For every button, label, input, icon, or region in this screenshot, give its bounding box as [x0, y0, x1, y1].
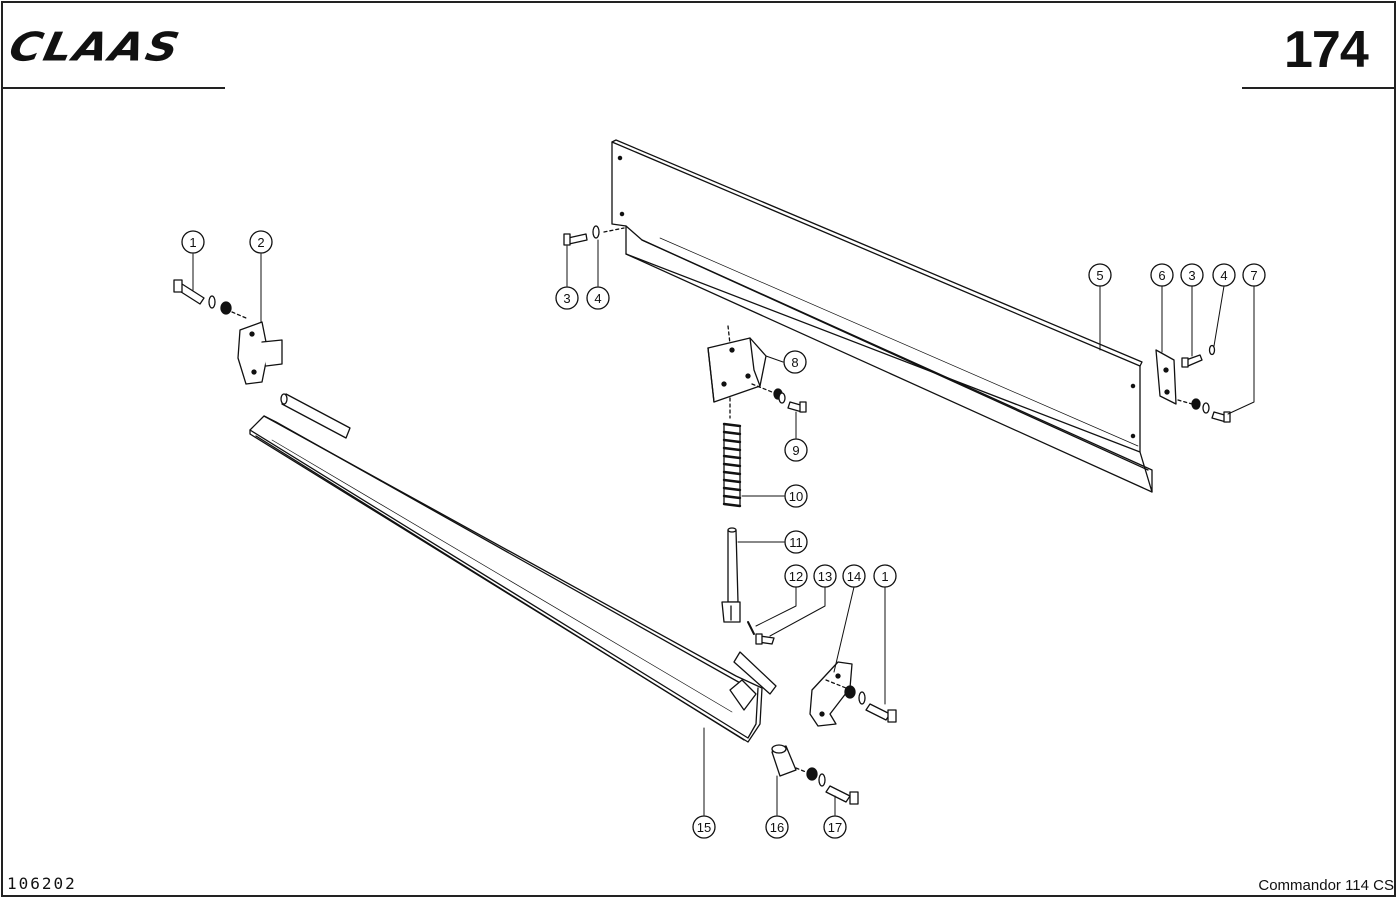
part-12-cotter-pin: [747, 621, 755, 635]
header-rule-left: [2, 87, 225, 89]
part-8-bracket: [707, 337, 767, 403]
leader-lines: [192, 239, 1255, 816]
callout-4-upper-left: 4: [586, 286, 610, 310]
callout-10: 10: [784, 484, 808, 508]
part-5-panel: [611, 139, 1153, 493]
svg-text:7: 7: [1250, 268, 1257, 283]
callout-9: 9: [784, 438, 808, 462]
part-1-bolt-upper-left: [173, 279, 232, 315]
part-4-washer-upper-left: [592, 225, 600, 239]
assembly-line: [231, 311, 247, 319]
assembly-line: [795, 767, 807, 773]
svg-text:8: 8: [791, 355, 798, 370]
callout-6: 6: [1150, 263, 1174, 287]
part-3-bolt-upper-left: [563, 233, 588, 246]
model-name: Commandor 114 CS: [1258, 877, 1394, 894]
svg-text:11: 11: [789, 535, 803, 550]
callout-13: 13: [813, 564, 837, 588]
callout-11: 11: [784, 530, 808, 554]
part-9-bolt-nut: [773, 388, 807, 413]
part-2-bracket: [237, 321, 283, 385]
callout-1-upper-left: 1: [181, 230, 205, 254]
assembly-line: [1177, 399, 1193, 405]
svg-text:4: 4: [594, 291, 601, 306]
callout-12: 12: [784, 564, 808, 588]
part-10-spring: [722, 422, 742, 508]
svg-text:17: 17: [828, 820, 842, 835]
assembly-line: [603, 227, 625, 233]
part-1-bolt-lower-right: [844, 685, 897, 723]
assembly-line: [727, 325, 731, 345]
svg-text:4: 4: [1220, 268, 1227, 283]
svg-text:5: 5: [1096, 268, 1103, 283]
assembly-line: [825, 679, 847, 689]
part-7-bolt-right: [1191, 398, 1231, 423]
part-13-pin: [755, 633, 775, 645]
callout-16: 16: [765, 815, 789, 839]
callout-4-right: 4: [1212, 263, 1236, 287]
svg-text:10: 10: [789, 489, 803, 504]
svg-text:1: 1: [881, 569, 888, 584]
callout-17: 17: [823, 815, 847, 839]
callout-5: 5: [1088, 263, 1112, 287]
part-6-plate: [1155, 349, 1177, 405]
header-rule-right: [1242, 87, 1396, 89]
callout-7: 7: [1242, 263, 1266, 287]
callout-3-right: 3: [1180, 263, 1204, 287]
part-17-bolt: [806, 767, 859, 805]
svg-text:9: 9: [792, 443, 799, 458]
callout-3-upper-left: 3: [555, 286, 579, 310]
part-4-washer-right: [1208, 344, 1216, 356]
callout-15: 15: [692, 815, 716, 839]
svg-text:3: 3: [563, 291, 570, 306]
assembly-line: [751, 383, 773, 393]
callout-14: 14: [842, 564, 866, 588]
svg-text:1: 1: [189, 235, 196, 250]
part-15-shaft-bottom: [733, 651, 777, 695]
svg-text:2: 2: [257, 235, 264, 250]
part-15-channel: [249, 415, 763, 743]
document-code: 106202: [7, 874, 77, 893]
svg-text:12: 12: [789, 569, 803, 584]
part-3-bolt-right: [1181, 354, 1203, 368]
page-number: 174: [1284, 21, 1369, 79]
svg-text:6: 6: [1158, 268, 1165, 283]
callout-1-lower-right: 1: [873, 564, 897, 588]
part-16-bushing: [771, 744, 797, 777]
svg-text:15: 15: [697, 820, 711, 835]
callout-8: 8: [783, 350, 807, 374]
svg-text:3: 3: [1188, 268, 1195, 283]
part-11-rod: [721, 527, 741, 623]
callout-2: 2: [249, 230, 273, 254]
part-14-bracket: [809, 661, 853, 727]
svg-text:16: 16: [770, 820, 784, 835]
svg-text:14: 14: [847, 569, 861, 584]
part-15-shaft-top: [280, 393, 351, 439]
svg-text:13: 13: [818, 569, 832, 584]
